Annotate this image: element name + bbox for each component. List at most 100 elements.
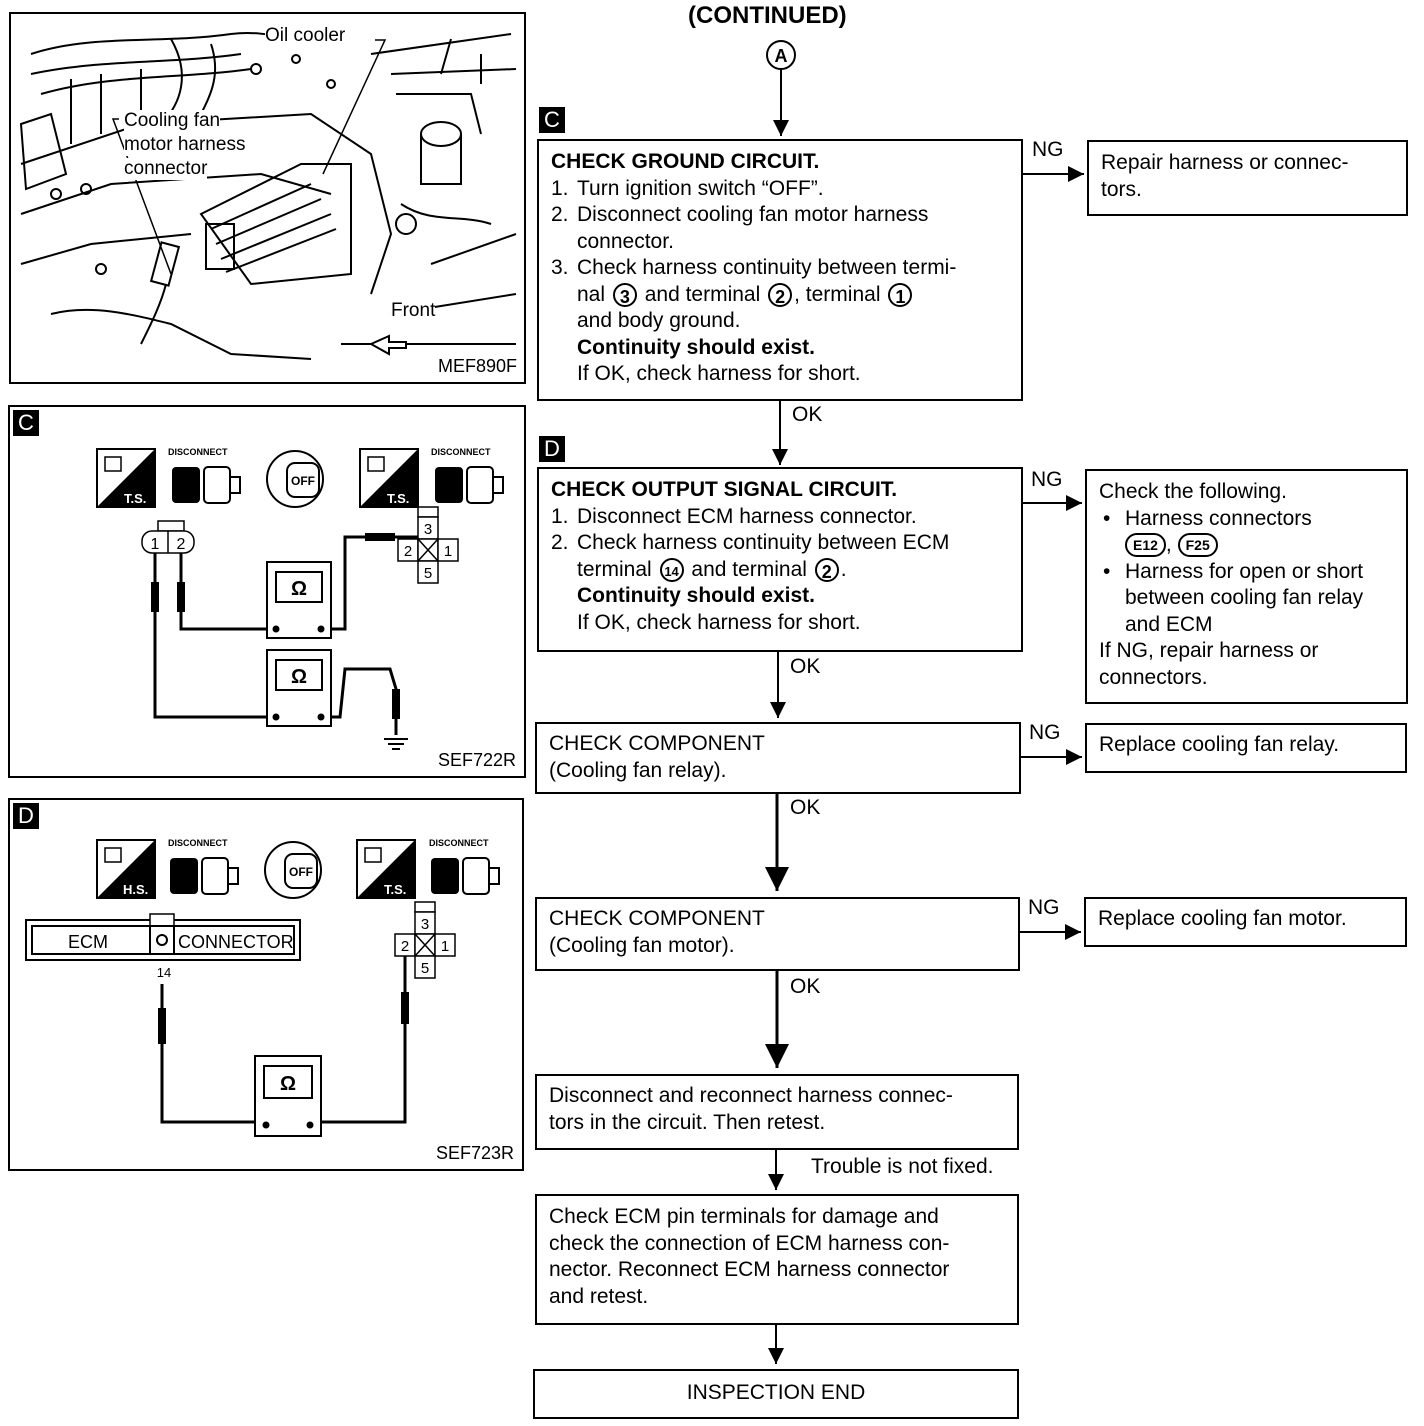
- step-c-s3a: Check harness continuity between termi-: [577, 256, 957, 279]
- step-check-relay: CHECK COMPONENT (Cooling fan relay).: [535, 722, 1021, 794]
- ts-icon-right: T.S.: [359, 448, 419, 508]
- figure-d-circuit: H.S. DISCONNECT OFF T.S. DISCONNECT: [25, 838, 500, 1137]
- step-d-s2b-1: terminal: [577, 557, 652, 581]
- ohmmeter-icon-top: Ω: [266, 561, 332, 639]
- ignition-off-icon: OFF: [266, 450, 324, 508]
- front-arrow-icon: [368, 334, 407, 356]
- terminal-14-badge: 14: [659, 557, 684, 582]
- motor-line2: (Cooling fan motor).: [549, 933, 735, 957]
- inspection-end-text: INSPECTION END: [686, 1381, 866, 1404]
- figure-code-sef723r: SEF723R: [436, 1143, 515, 1163]
- relay-line2: (Cooling fan relay).: [549, 758, 727, 782]
- step-c-s3b-1: nal: [577, 282, 606, 306]
- label-fan-connector-3: connector: [124, 158, 208, 180]
- ng-d-b2b: between cooling fan relay: [1125, 586, 1364, 609]
- step-d-s2b-3: .: [840, 557, 847, 581]
- ohm-symbol-bottom: Ω: [291, 666, 307, 688]
- ng-d-tail-b: connectors.: [1099, 665, 1208, 689]
- step-d-note: If OK, check harness for short.: [577, 610, 861, 634]
- step-c-s3b-2: and terminal: [644, 282, 761, 306]
- ok-label-c: OK: [792, 403, 823, 426]
- ground-icon: [384, 738, 408, 750]
- disconnect-icon-d-left: DISCONNECT: [168, 838, 239, 895]
- ohm-symbol-top: Ω: [291, 578, 307, 600]
- pin-1-label: 1: [151, 536, 160, 553]
- ecm-line2: check the connection of ECM harness con-: [549, 1231, 950, 1255]
- step-c-s3b-3: , terminal: [794, 282, 881, 306]
- ok-label-motor: OK: [790, 975, 821, 998]
- motor-ng-text: Replace cooling fan motor.: [1098, 907, 1347, 930]
- pin-1-right: 1: [444, 543, 452, 560]
- step-check-motor: CHECK COMPONENT (Cooling fan motor).: [535, 897, 1020, 971]
- figure-c-tag: C: [13, 410, 39, 436]
- step-reconnect: Disconnect and reconnect harness connec-…: [535, 1074, 1019, 1150]
- reconnect-line2: tors in the circuit. Then retest.: [549, 1110, 826, 1134]
- figure-code-mef890f: MEF890F: [438, 356, 518, 376]
- disconnect-icon-d-right: DISCONNECT: [429, 838, 500, 895]
- connector-a-label: A: [775, 46, 788, 66]
- step-d-n2: 2.: [551, 531, 569, 554]
- label-oil-cooler: Oil cooler: [265, 25, 346, 47]
- figure-c: C T.S. DISCONNECT OFF T.S.: [8, 405, 526, 778]
- step-c-s2a: Disconnect cooling fan motor harness: [577, 203, 929, 226]
- ng-d-b1: Harness connectors: [1125, 506, 1312, 530]
- ng-action-replace-motor: Replace cooling fan motor.: [1084, 897, 1407, 947]
- ohmmeter-icon-bottom: Ω: [266, 649, 332, 727]
- step-check-ecm-pins: Check ECM pin terminals for damage and c…: [535, 1194, 1019, 1325]
- hs-icon: H.S.: [96, 839, 156, 899]
- ts-text-right: T.S.: [387, 491, 409, 506]
- step-d-n1: 1.: [551, 504, 569, 528]
- step-d-result: Continuity should exist.: [577, 584, 816, 607]
- ng-label-motor: NG: [1028, 896, 1060, 919]
- disconnect-text-right: DISCONNECT: [431, 447, 491, 457]
- ng-action-c-line2: tors.: [1101, 177, 1142, 201]
- label-front: Front: [391, 300, 436, 322]
- disconnect-icon-left: DISCONNECT: [168, 447, 241, 504]
- ok-label-relay: OK: [790, 796, 821, 819]
- pin-5-d: 5: [421, 960, 429, 977]
- step-check-output-signal: CHECK OUTPUT SIGNAL CIRCUIT. 1. Disconnec…: [537, 467, 1023, 652]
- engine-bay-illustration: [19, 32, 517, 360]
- ts-text-left: T.S.: [124, 491, 146, 506]
- reconnect-line1: Disconnect and reconnect harness connec-: [549, 1084, 953, 1107]
- step-d-s2a: Check harness continuity between ECM: [577, 531, 950, 554]
- disconnect-text-left: DISCONNECT: [168, 447, 228, 457]
- ecm-line1: Check ECM pin terminals for damage and: [549, 1205, 939, 1228]
- step-c-s3c: and body ground.: [577, 309, 741, 332]
- conn-sep: ,: [1165, 533, 1172, 556]
- step-d-s1: Disconnect ECM harness connector.: [577, 504, 917, 528]
- ng-label-relay: NG: [1029, 721, 1061, 744]
- page-title: (CONTINUED): [688, 2, 847, 29]
- figure-code-sef722r: SEF722R: [438, 750, 517, 770]
- relay-ng-text: Replace cooling fan relay.: [1099, 733, 1340, 756]
- connector-e12-badge: E12: [1125, 533, 1166, 558]
- ng-label-c: NG: [1032, 138, 1064, 161]
- ng-action-replace-relay: Replace cooling fan relay.: [1085, 723, 1407, 773]
- ohmmeter-icon-d: Ω: [254, 1055, 322, 1137]
- terminal-2-badge-d: 2: [814, 557, 839, 582]
- motor-line1: CHECK COMPONENT: [549, 907, 765, 930]
- off-text-d: OFF: [289, 865, 313, 879]
- bullet-2: •: [1103, 559, 1111, 583]
- pin-2-label: 2: [177, 536, 186, 553]
- step-d-title: CHECK OUTPUT SIGNAL CIRCUIT.: [551, 478, 898, 501]
- off-text-c: OFF: [291, 474, 315, 488]
- ng-d-head: Check the following.: [1099, 480, 1287, 503]
- ng-action-repair-harness: Repair harness or connec- tors.: [1087, 140, 1408, 216]
- step-c-result: Continuity should exist.: [577, 335, 816, 359]
- step-d-s2b-2: and terminal: [691, 557, 807, 581]
- label-fan-connector-2: motor harness: [124, 134, 246, 156]
- pin-3-d: 3: [421, 916, 429, 933]
- figure-c-circuit: T.S. DISCONNECT OFF T.S. DISCONNECT: [96, 447, 504, 750]
- step-c-title: CHECK GROUND CIRCUIT.: [551, 150, 820, 173]
- terminal-14-label: 14: [157, 965, 171, 980]
- hs-text: H.S.: [123, 882, 148, 897]
- connector-label: CONNECTOR: [178, 932, 294, 952]
- step-c-note: If OK, check harness for short.: [577, 362, 861, 385]
- ng-label-d: NG: [1031, 468, 1063, 491]
- ts-icon-d: T.S.: [356, 839, 416, 899]
- ecm-line3: nector. Reconnect ECM harness connector: [549, 1258, 950, 1281]
- ecm-label: ECM: [68, 932, 108, 952]
- ng-d-tail-a: If NG, repair harness or: [1099, 639, 1319, 662]
